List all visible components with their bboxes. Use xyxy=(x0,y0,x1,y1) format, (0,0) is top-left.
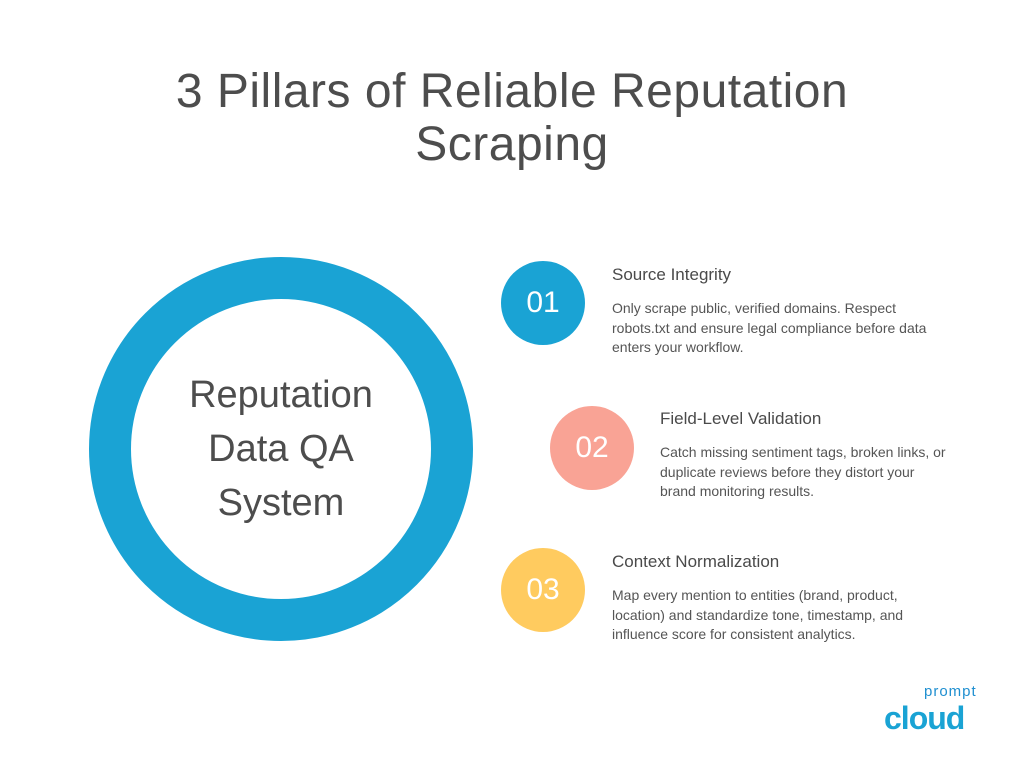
pillar-description: duplicate reviews before they distort yo… xyxy=(660,463,915,480)
page-title-line-1: 3 Pillars of Reliable Reputation xyxy=(175,65,849,118)
pillar-description: location) and standardize tone, timestam… xyxy=(612,606,904,623)
pillar-description: influence score for consistent analytics… xyxy=(612,626,856,642)
logo-top-text: prompt xyxy=(924,683,977,700)
center-label-line: System xyxy=(217,482,345,524)
pillar-description: enters your workflow. xyxy=(612,339,744,355)
pillar-number-badge: 03 xyxy=(501,548,585,632)
pillar-description: Only scrape public, verified domains. Re… xyxy=(612,300,897,316)
promptcloud-logo: prompt cloud xyxy=(884,684,994,736)
center-label: Reputation Data QA System xyxy=(131,299,431,599)
pillar-item: Source Integrity Only scrape public, ver… xyxy=(612,265,926,358)
pillar-description: Catch missing sentiment tags, broken lin… xyxy=(660,444,946,460)
center-label-line: Reputation xyxy=(189,374,373,416)
pillar-item: Context Normalization Map every mention … xyxy=(612,552,903,645)
pillar-description: brand monitoring results. xyxy=(660,483,815,499)
pillar-item: Field-Level Validation Catch missing sen… xyxy=(660,409,946,502)
pillar-heading: Source Integrity xyxy=(612,265,732,284)
pillar-number-badge: 02 xyxy=(550,406,634,490)
pillar-description: Map every mention to entities (brand, pr… xyxy=(612,587,898,603)
pillar-number-badge: 01 xyxy=(501,261,585,345)
page-title-line-2: Scraping xyxy=(415,118,609,171)
pillar-heading: Field-Level Validation xyxy=(660,409,822,428)
pillar-description: robots.txt and ensure legal compliance b… xyxy=(612,319,927,336)
pillar-heading: Context Normalization xyxy=(612,552,780,571)
logo-bottom-text: cloud xyxy=(884,700,965,736)
center-label-line: Data QA xyxy=(208,428,354,470)
